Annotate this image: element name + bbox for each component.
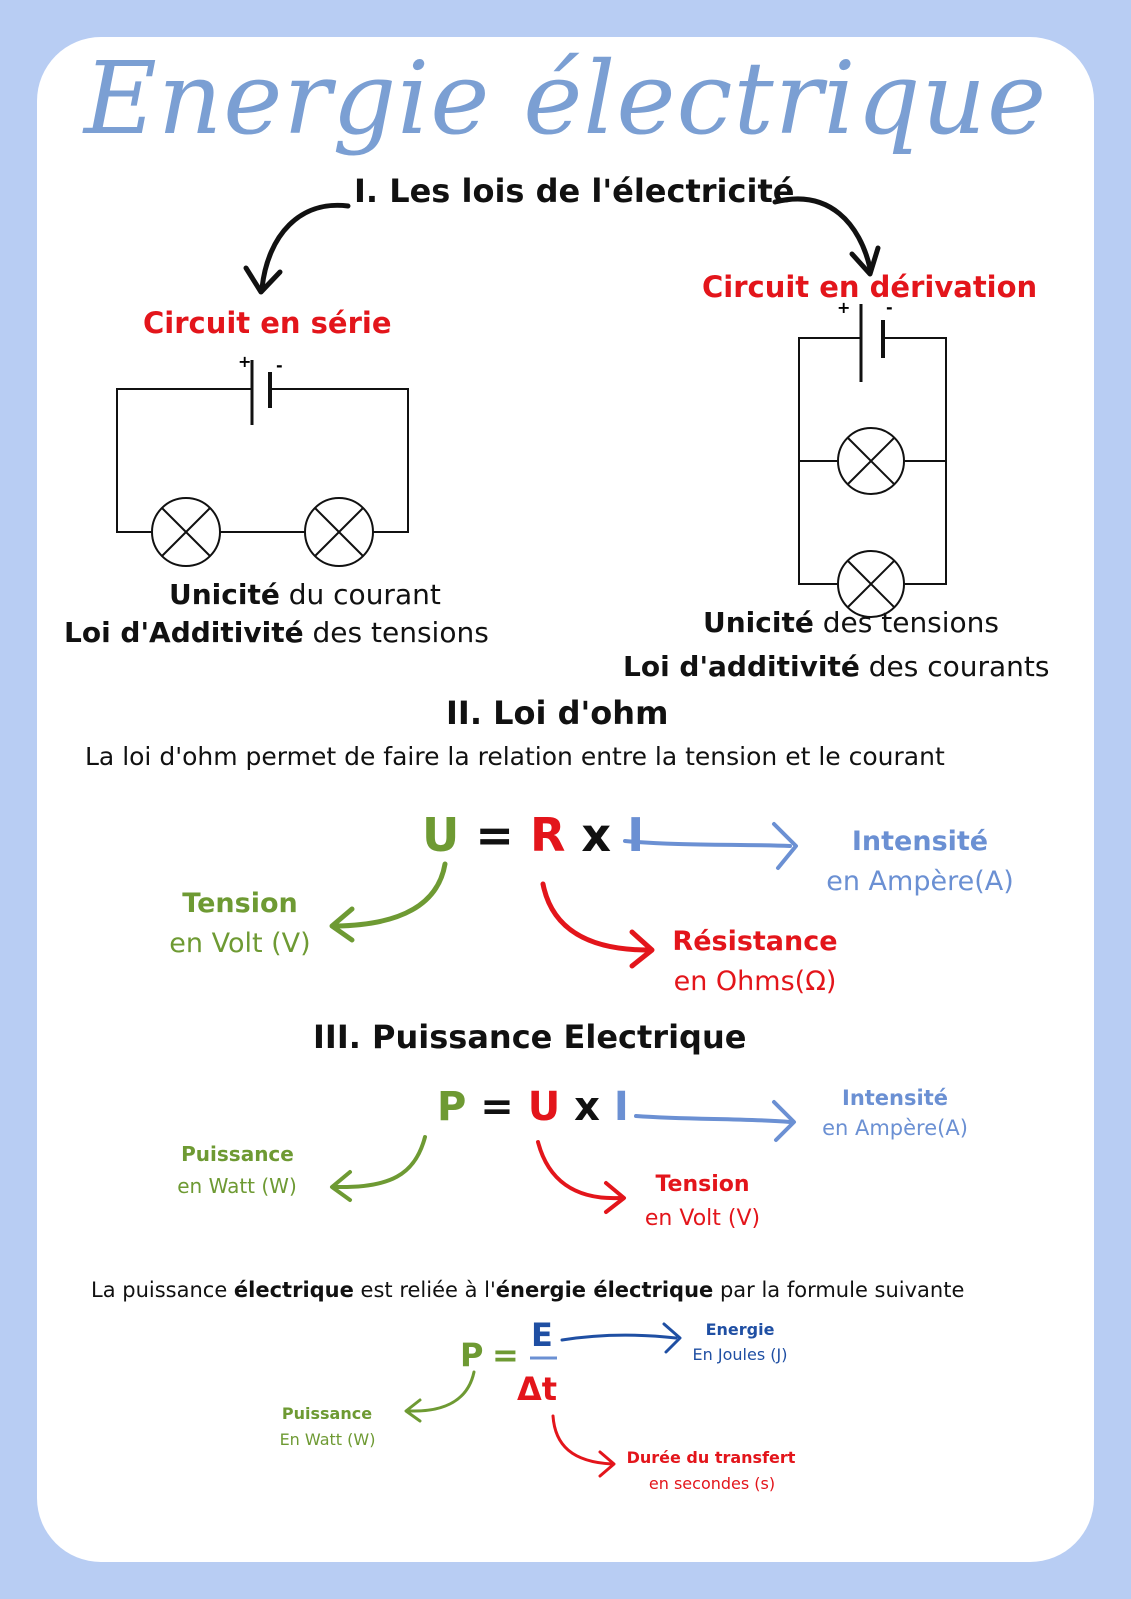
serie-law-2-rest: des tensions: [303, 616, 489, 649]
formula2-dt: Δt: [517, 1370, 558, 1408]
sentence-part: par la formule suivante: [713, 1278, 965, 1302]
sentence-bold: électrique: [233, 1278, 354, 1302]
arrow-to-tension: [333, 861, 448, 929]
sentence-part: est reliée à l': [353, 1278, 496, 1302]
lamp-icon: [837, 550, 905, 618]
derivation-law-2-bold: Loi d'additivité: [623, 650, 860, 683]
derivation-law-2: Loi d'additivité des courants: [623, 650, 1049, 683]
arrow-to-intensite-3: [634, 1114, 792, 1124]
formula-times: x: [581, 808, 612, 862]
derivation-title: Circuit en dérivation: [702, 270, 1038, 304]
formula-u: U: [422, 808, 460, 862]
puissance-unit: en Watt (W): [177, 1174, 297, 1198]
derivation-law-1-bold: Unicité: [703, 606, 814, 639]
section-3-title: III. Puissance Electrique: [313, 1018, 747, 1056]
sentence-bold: énergie électrique: [495, 1278, 714, 1302]
ohm-description: La loi d'ohm permet de faire la relation…: [85, 742, 945, 771]
serie-law-1: Unicité du courant: [169, 578, 441, 611]
arrow-to-intensite-head: [772, 822, 798, 870]
formula2-equals: =: [492, 1336, 519, 1374]
derivation-law-1: Unicité des tensions: [703, 606, 999, 639]
arrow-to-resistance: [540, 881, 651, 953]
arrow-to-intensite-3-head: [772, 1100, 796, 1142]
lamp-icon: [304, 497, 374, 567]
arrow-to-energie-head: [662, 1322, 682, 1354]
formula2-e: E: [531, 1316, 553, 1354]
tension-3-label: Tension: [655, 1172, 750, 1197]
serie-law-1-rest: du courant: [279, 578, 441, 611]
arrow-to-puissance-2-head: [404, 1398, 422, 1423]
arrow-to-serie-head: [243, 265, 283, 295]
page-title: Energie électrique: [83, 40, 1048, 157]
arrow-to-resistance-head: [629, 929, 655, 969]
formula2-p: P: [460, 1336, 484, 1374]
duree-unit: en secondes (s): [648, 1474, 776, 1493]
energie-unit: En Joules (J): [692, 1345, 788, 1364]
intensite-unit: en Ampère(A): [826, 866, 1014, 897]
formula-equals: =: [480, 1084, 514, 1130]
tension-unit: en Volt (V): [169, 928, 311, 959]
energie-label: Energie: [705, 1320, 775, 1339]
lamp-icon: [837, 427, 905, 495]
lamp-icon: [151, 497, 221, 567]
formula-u: U: [527, 1084, 561, 1130]
resistance-unit: en Ohms(Ω): [673, 966, 837, 997]
duree-label: Durée du transfert: [626, 1448, 796, 1467]
power-formula: P = U x I: [437, 1084, 629, 1130]
formula-p: P: [437, 1084, 467, 1130]
section-1-title: I. Les lois de l'électricité: [354, 172, 795, 210]
tension-label: Tension: [182, 888, 298, 919]
arrow-to-derivation-head: [849, 245, 881, 277]
arrow-to-energie: [560, 1333, 678, 1342]
arrow-to-puissance-2: [408, 1370, 476, 1413]
formula-r: R: [529, 808, 566, 862]
serie-law-2: Loi d'Additivité des tensions: [64, 616, 489, 649]
page-card: [37, 37, 1094, 1562]
arrow-to-puissance: [334, 1135, 427, 1190]
puissance-2-label: Puissance: [281, 1404, 373, 1423]
intensite-3-label: Intensité: [842, 1086, 948, 1110]
intensite-3-unit: en Ampère(A): [822, 1116, 968, 1140]
arrow-to-tension-3: [536, 1140, 622, 1201]
arrow-to-derivation: [772, 196, 873, 271]
arrow-to-duree-head: [598, 1450, 616, 1478]
serie-law-2-bold: Loi d'Additivité: [64, 616, 304, 649]
intensite-label: Intensité: [851, 826, 989, 857]
puissance-label: Puissance: [181, 1142, 294, 1166]
serie-title: Circuit en série: [143, 306, 392, 340]
power-energy-sentence: La puissance électrique est reliée à l'é…: [91, 1278, 964, 1302]
arrow-to-intensite: [623, 839, 792, 848]
serie-plus: +: [238, 352, 252, 371]
derivation-law-1-rest: des tensions: [813, 606, 1000, 639]
resistance-label: Résistance: [672, 926, 838, 957]
serie-minus: -: [276, 356, 283, 375]
serie-law-1-bold: Unicité: [169, 578, 280, 611]
formula-times: x: [574, 1084, 600, 1130]
arrow-to-puissance-head: [330, 1170, 352, 1202]
tension-3-unit: en Volt (V): [644, 1206, 761, 1231]
formula-equals: =: [475, 808, 514, 862]
formula-i: I: [613, 1084, 629, 1130]
sentence-part: La puissance: [91, 1278, 234, 1302]
puissance-2-unit: En Watt (W): [279, 1430, 376, 1449]
arrow-to-serie: [259, 202, 351, 291]
derivation-minus: -: [886, 298, 893, 317]
series-circuit: [116, 360, 409, 567]
section-2-title: II. Loi d'ohm: [446, 694, 669, 732]
arrow-to-duree: [551, 1414, 614, 1466]
derivation-law-2-rest: des courants: [859, 650, 1050, 683]
derivation-plus: +: [837, 298, 851, 317]
arrow-to-tension-head: [329, 906, 355, 943]
arrow-to-tension-3-head: [604, 1181, 626, 1214]
parallel-circuit: [798, 304, 947, 618]
formula-i: I: [627, 808, 645, 862]
ohm-formula: U = R x I: [422, 808, 644, 862]
